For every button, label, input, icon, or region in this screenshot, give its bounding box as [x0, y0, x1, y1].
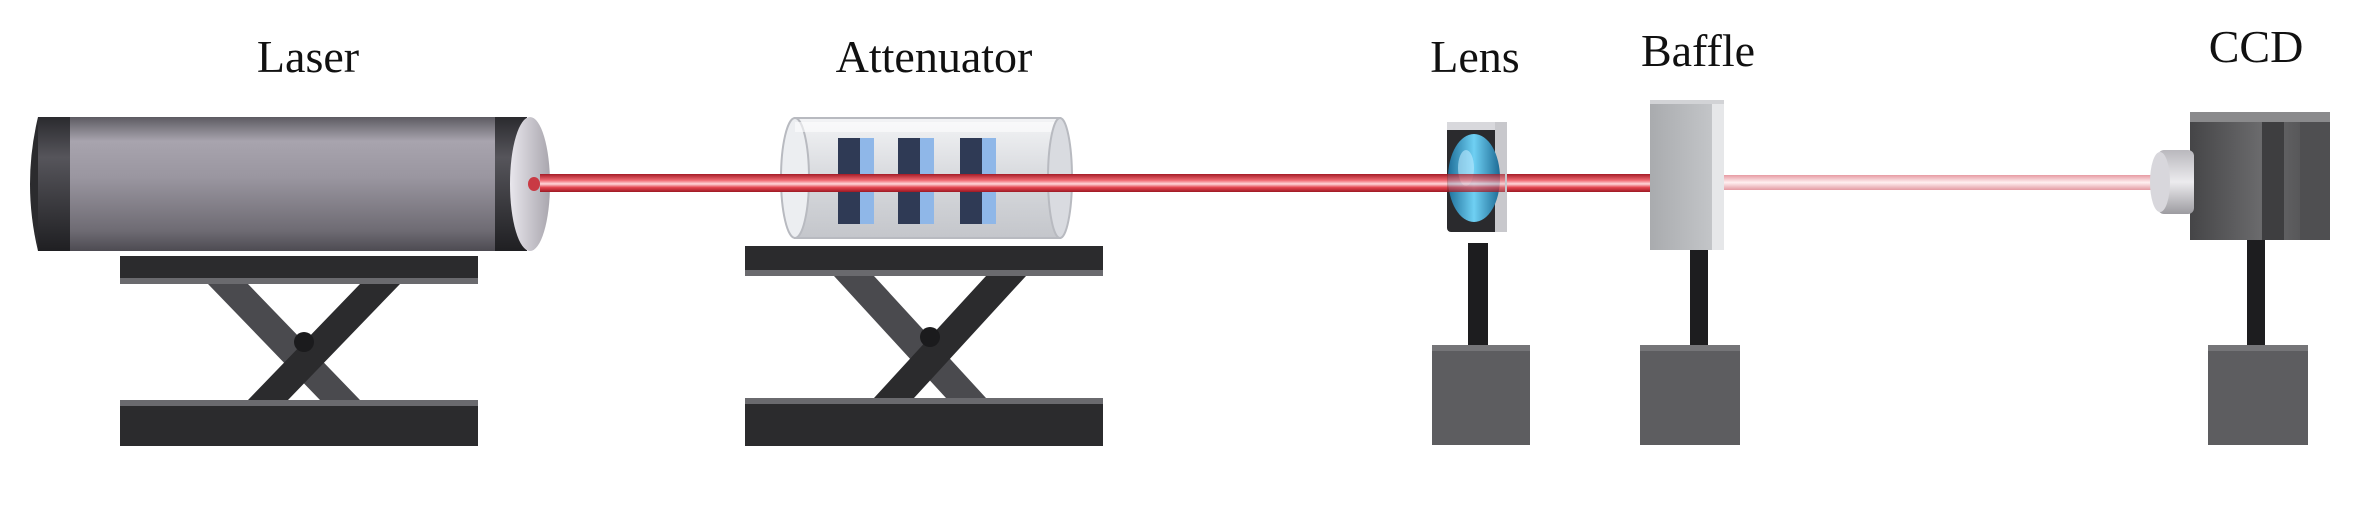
label-laser: Laser — [257, 31, 359, 82]
label-baffle: Baffle — [1641, 25, 1755, 76]
laser-beam — [540, 174, 2157, 192]
baffle-plate — [1650, 100, 1712, 250]
lens-base — [1432, 345, 1530, 445]
baffle — [1640, 100, 1740, 445]
beam-transmitted — [1722, 175, 2157, 190]
lens — [1432, 122, 1530, 445]
beam-incident — [540, 174, 1675, 192]
attenuator-scissor-stand — [745, 246, 1103, 446]
laser-scissor-stand — [120, 256, 478, 446]
label-attenuator: Attenuator — [836, 31, 1033, 82]
ccd-base — [2208, 345, 2308, 445]
label-ccd: CCD — [2209, 21, 2304, 72]
laser — [30, 117, 550, 446]
attenuator — [745, 117, 1103, 446]
baffle-base — [1640, 345, 1740, 445]
laser-end-cap-left — [38, 117, 70, 251]
laser-body — [70, 117, 510, 251]
ccd-camera — [2150, 112, 2330, 445]
label-lens: Lens — [1430, 31, 1519, 82]
